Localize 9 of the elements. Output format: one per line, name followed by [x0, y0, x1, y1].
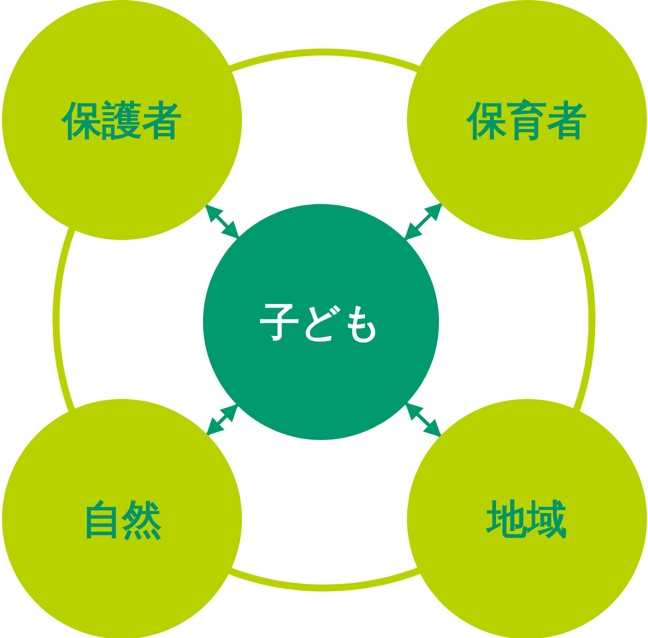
node-label: 自然	[82, 496, 162, 544]
node-label: 保育者	[467, 96, 587, 146]
double-arrow	[204, 204, 240, 240]
node-label: 地域	[487, 496, 567, 544]
node-label: 子ども	[260, 298, 382, 348]
double-arrow	[405, 402, 442, 438]
double-arrow	[404, 202, 443, 241]
node-label: 保護者	[62, 96, 182, 146]
double-arrow	[206, 404, 238, 436]
